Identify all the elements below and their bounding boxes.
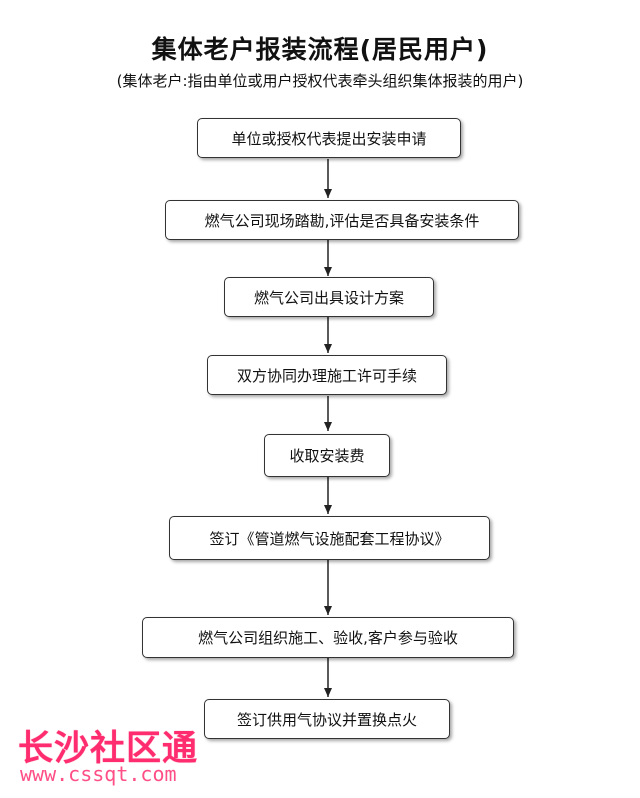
site-watermark: 长沙社区通 www.cssqt.com [12, 720, 232, 790]
step-4-label: 双方协同办理施工许可手续 [236, 366, 417, 385]
step-7-label: 燃气公司组织施工、验收,客户参与验收 [198, 629, 458, 647]
step-1-box: 单位或授权代表提出安装申请 [197, 118, 461, 158]
page-title: 集体老户报装流程(居民用户) [151, 35, 489, 64]
step-6-label: 签订《管道燃气设施配套工程协议》 [209, 529, 450, 548]
step-5-box: 收取安装费 [264, 434, 390, 477]
step-3-label: 燃气公司出具设计方案 [253, 288, 404, 307]
step-7-box: 燃气公司组织施工、验收,客户参与验收 [142, 617, 514, 658]
step-6-box: 签订《管道燃气设施配套工程协议》 [169, 516, 490, 560]
step-8-label: 签订供用气协议并置换点火 [236, 710, 417, 729]
watermark-site-name: 长沙社区通 [18, 729, 199, 769]
step-3-box: 燃气公司出具设计方案 [224, 277, 434, 317]
step-8-box: 签订供用气协议并置换点火 [204, 699, 450, 739]
step-2-box: 燃气公司现场踏勘,评估是否具备安装条件 [165, 200, 519, 240]
page-subtitle: (集体老户:指由单位或用户授权代表牵头组织集体报装的用户) [116, 72, 524, 90]
step-2-label: 燃气公司现场踏勘,评估是否具备安装条件 [204, 211, 480, 230]
step-4-box: 双方协同办理施工许可手续 [207, 355, 447, 395]
step-5-label: 收取安装费 [289, 447, 365, 465]
watermark-site-url: www.cssqt.com [20, 762, 177, 786]
step-1-label: 单位或授权代表提出安装申请 [231, 129, 427, 148]
